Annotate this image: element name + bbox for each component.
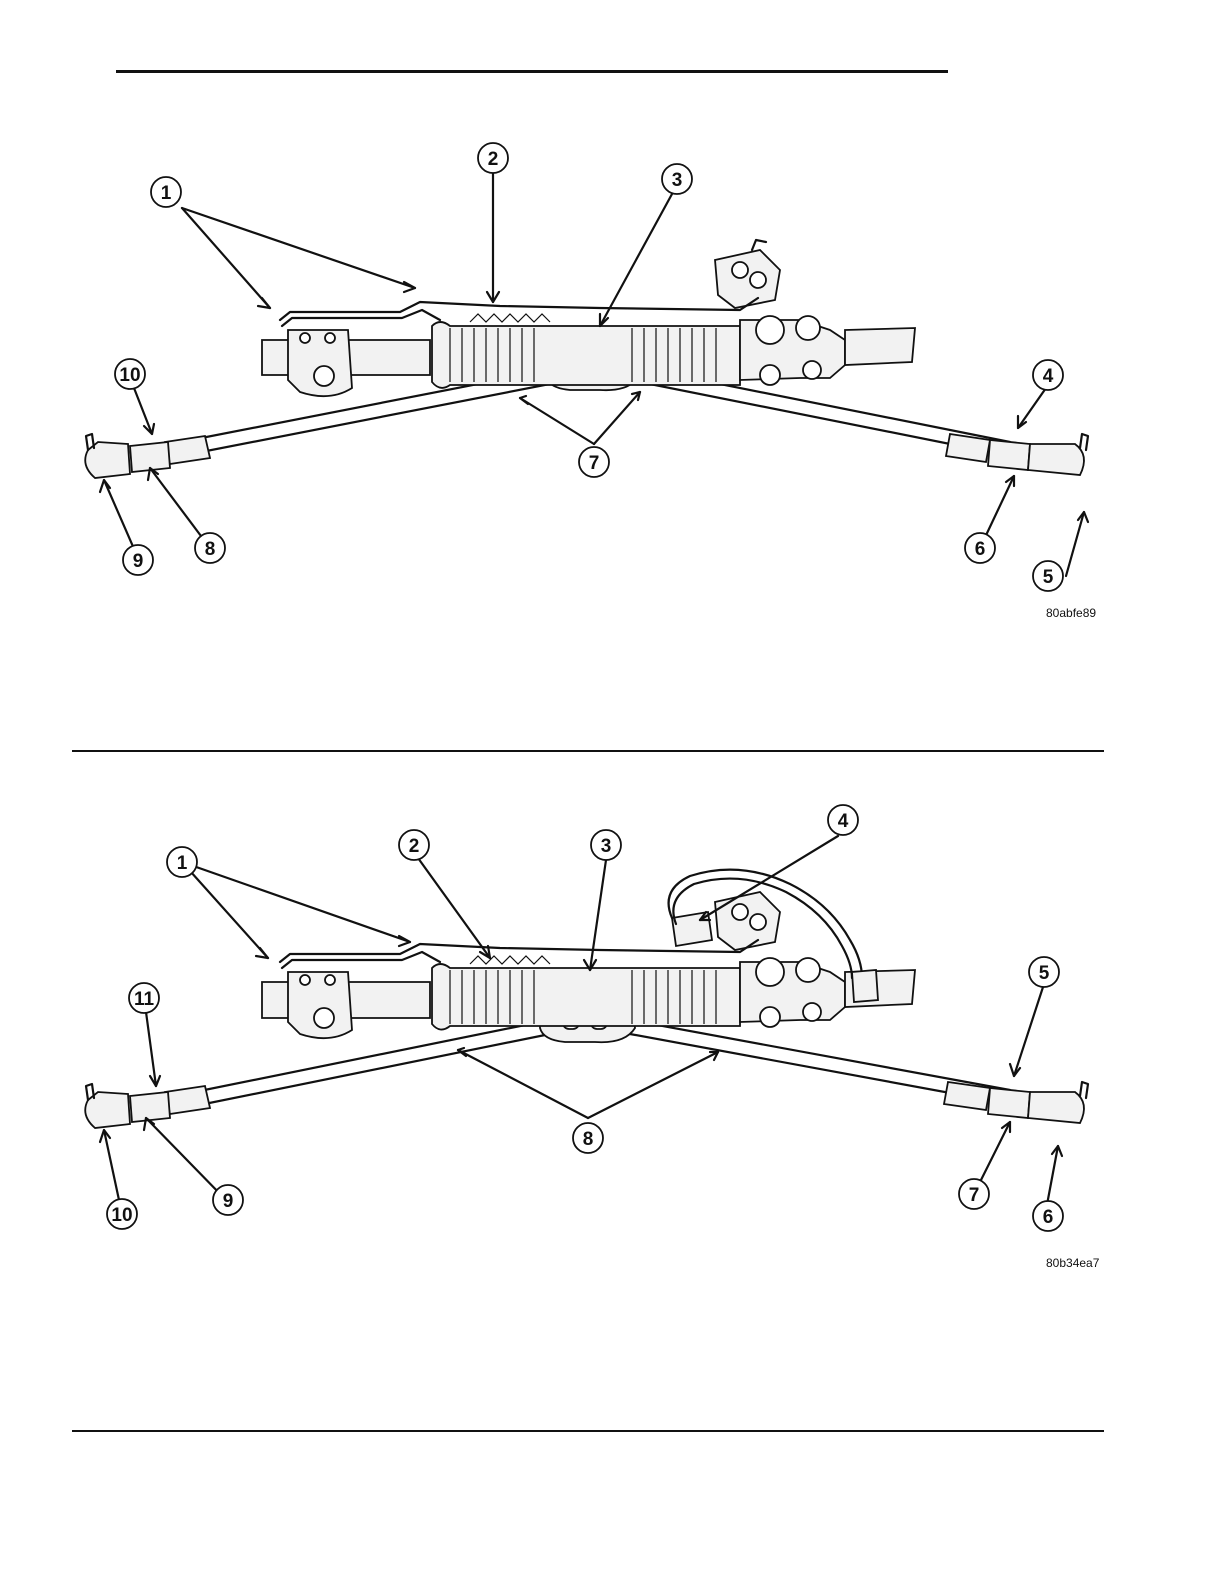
callout-11-fig2: 11 (129, 983, 159, 1013)
callout-8-fig2: 8 (573, 1123, 603, 1153)
callout-5-fig2: 5 (1029, 957, 1059, 987)
callout-1-fig1: 1 (151, 177, 181, 207)
figure-1-drawing: 1 2 3 4 5 6 7 8 9 10 (0, 130, 1224, 630)
svg-text:5: 5 (1039, 963, 1050, 984)
figure-2-drawing: 1 2 3 4 5 6 7 8 9 10 11 (0, 800, 1224, 1300)
svg-text:4: 4 (838, 811, 849, 832)
callout-9-fig2: 9 (213, 1185, 243, 1215)
svg-text:1: 1 (177, 853, 188, 874)
figure-1-code: 80abfe89 (1046, 606, 1096, 620)
svg-text:3: 3 (601, 836, 612, 857)
top-rule (116, 70, 948, 73)
svg-text:9: 9 (133, 551, 144, 572)
svg-text:8: 8 (583, 1129, 594, 1150)
figure-1-steering-gear: 1 2 3 4 5 6 7 8 9 10 80abfe89 (0, 130, 1224, 630)
svg-text:1: 1 (161, 183, 172, 204)
callout-7-fig2: 7 (959, 1179, 989, 1209)
svg-text:4: 4 (1043, 366, 1054, 387)
figure-2-code: 80b34ea7 (1046, 1256, 1099, 1270)
callout-9-fig1: 9 (123, 545, 153, 575)
callout-6-fig1: 6 (965, 533, 995, 563)
callout-3-fig1: 3 (662, 164, 692, 194)
svg-text:6: 6 (975, 539, 986, 560)
svg-text:7: 7 (969, 1185, 980, 1206)
figure-2-steering-gear: 1 2 3 4 5 6 7 8 9 10 11 80b34ea7 (0, 800, 1224, 1300)
svg-text:2: 2 (488, 149, 499, 170)
svg-text:10: 10 (119, 365, 140, 386)
svg-text:3: 3 (672, 170, 683, 191)
callout-3-fig2: 3 (591, 830, 621, 860)
callout-2-fig2: 2 (399, 830, 429, 860)
callout-8-fig1: 8 (195, 533, 225, 563)
callout-1-fig2: 1 (167, 847, 197, 877)
svg-text:5: 5 (1043, 567, 1054, 588)
callout-10-fig1: 10 (115, 359, 145, 389)
callout-7-fig1: 7 (579, 447, 609, 477)
callout-6-fig2: 6 (1033, 1201, 1063, 1231)
svg-text:10: 10 (111, 1205, 132, 1226)
svg-text:7: 7 (589, 453, 600, 474)
callout-4-fig2: 4 (828, 805, 858, 835)
bottom-rule (72, 1430, 1104, 1432)
callout-2-fig1: 2 (478, 143, 508, 173)
svg-text:6: 6 (1043, 1207, 1054, 1228)
svg-text:8: 8 (205, 539, 216, 560)
callout-4-fig1: 4 (1033, 360, 1063, 390)
svg-text:2: 2 (409, 836, 420, 857)
svg-text:11: 11 (134, 989, 155, 1010)
middle-rule (72, 750, 1104, 752)
callout-5-fig1: 5 (1033, 561, 1063, 591)
svg-text:9: 9 (223, 1191, 234, 1212)
callout-10-fig2: 10 (107, 1199, 137, 1229)
